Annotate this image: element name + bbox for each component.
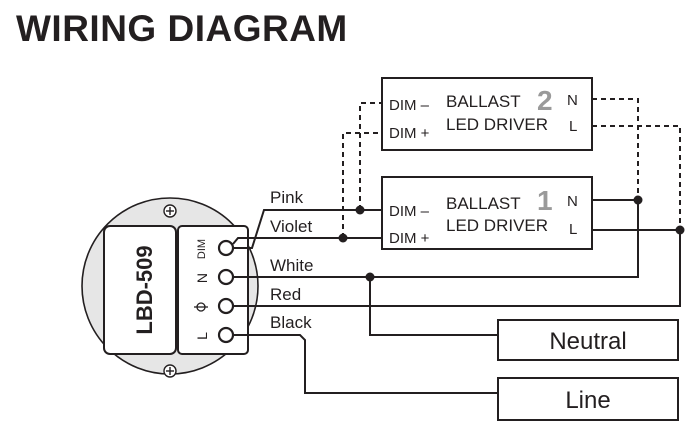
terminal-label-n: N (194, 273, 210, 283)
line-terminal (217, 326, 235, 344)
black-wire (233, 334, 498, 394)
red-wire (233, 230, 681, 307)
neutral-label: Neutral (549, 328, 626, 355)
line-label: Line (565, 387, 610, 414)
neutral-branch-wire (369, 277, 498, 336)
dim-terminal (217, 239, 235, 257)
wire-label-red: Red (270, 285, 301, 304)
driver-1-box (381, 176, 593, 250)
neutral-terminal (217, 268, 235, 286)
line-jumper (592, 125, 681, 230)
driver-1-l: L (569, 221, 577, 238)
device-label-plate (103, 225, 177, 355)
driver-2-number: 2 (537, 85, 553, 116)
driver-1: DIM – DIM + BALLAST LED DRIVER 1 N L (381, 176, 593, 250)
terminal-label-l: L (194, 332, 210, 340)
pink-wire (233, 209, 382, 249)
driver-1-line1: BALLAST (446, 194, 521, 213)
dimmer-device: LBD-509 DIM N L (81, 197, 259, 378)
junction-dots (338, 195, 685, 282)
page-title: WIRING DIAGRAM (16, 8, 348, 49)
driver-1-line2: LED DRIVER (446, 216, 548, 235)
bottom-screw-icon (163, 364, 177, 378)
top-screw-icon (163, 204, 177, 218)
driver-2-n: N (567, 92, 578, 109)
wire-label-violet: Violet (270, 217, 312, 236)
driver-2-dim-plus: DIM + (389, 125, 430, 142)
wire-label-white: White (270, 256, 313, 275)
ground-terminal (217, 297, 235, 315)
driver-1-number: 1 (537, 185, 553, 216)
line-box (497, 377, 679, 421)
white-wire (233, 199, 639, 278)
neutral-jumper (592, 98, 639, 200)
driver-1-dim-plus: DIM + (389, 230, 430, 247)
driver-2-dim-minus: DIM – (389, 97, 430, 114)
driver-2-l: L (569, 118, 577, 135)
driver-1-dim-minus: DIM – (389, 203, 430, 220)
driver-2-line1: BALLAST (446, 92, 521, 111)
dim-minus-jumper (359, 102, 382, 210)
driver-2-box (381, 77, 593, 151)
ground-icon (194, 302, 208, 312)
terminal-label-dim: DIM (196, 239, 208, 259)
driver-2-line2: LED DRIVER (446, 115, 548, 134)
dashed-wires (342, 98, 681, 238)
dim-plus-jumper (342, 132, 382, 238)
driver-2: DIM – DIM + BALLAST LED DRIVER 2 N L (381, 77, 593, 151)
line-supply: Line (497, 377, 679, 421)
neutral-supply: Neutral (497, 319, 679, 361)
wire-label-black: Black (270, 313, 312, 332)
neutral-box (497, 319, 679, 361)
violet-wire (232, 237, 382, 245)
solid-wires (232, 199, 681, 394)
wire-label-pink: Pink (270, 188, 304, 207)
terminal-block (177, 225, 249, 355)
device-model: LBD-509 (132, 245, 157, 334)
driver-1-n: N (567, 193, 578, 210)
